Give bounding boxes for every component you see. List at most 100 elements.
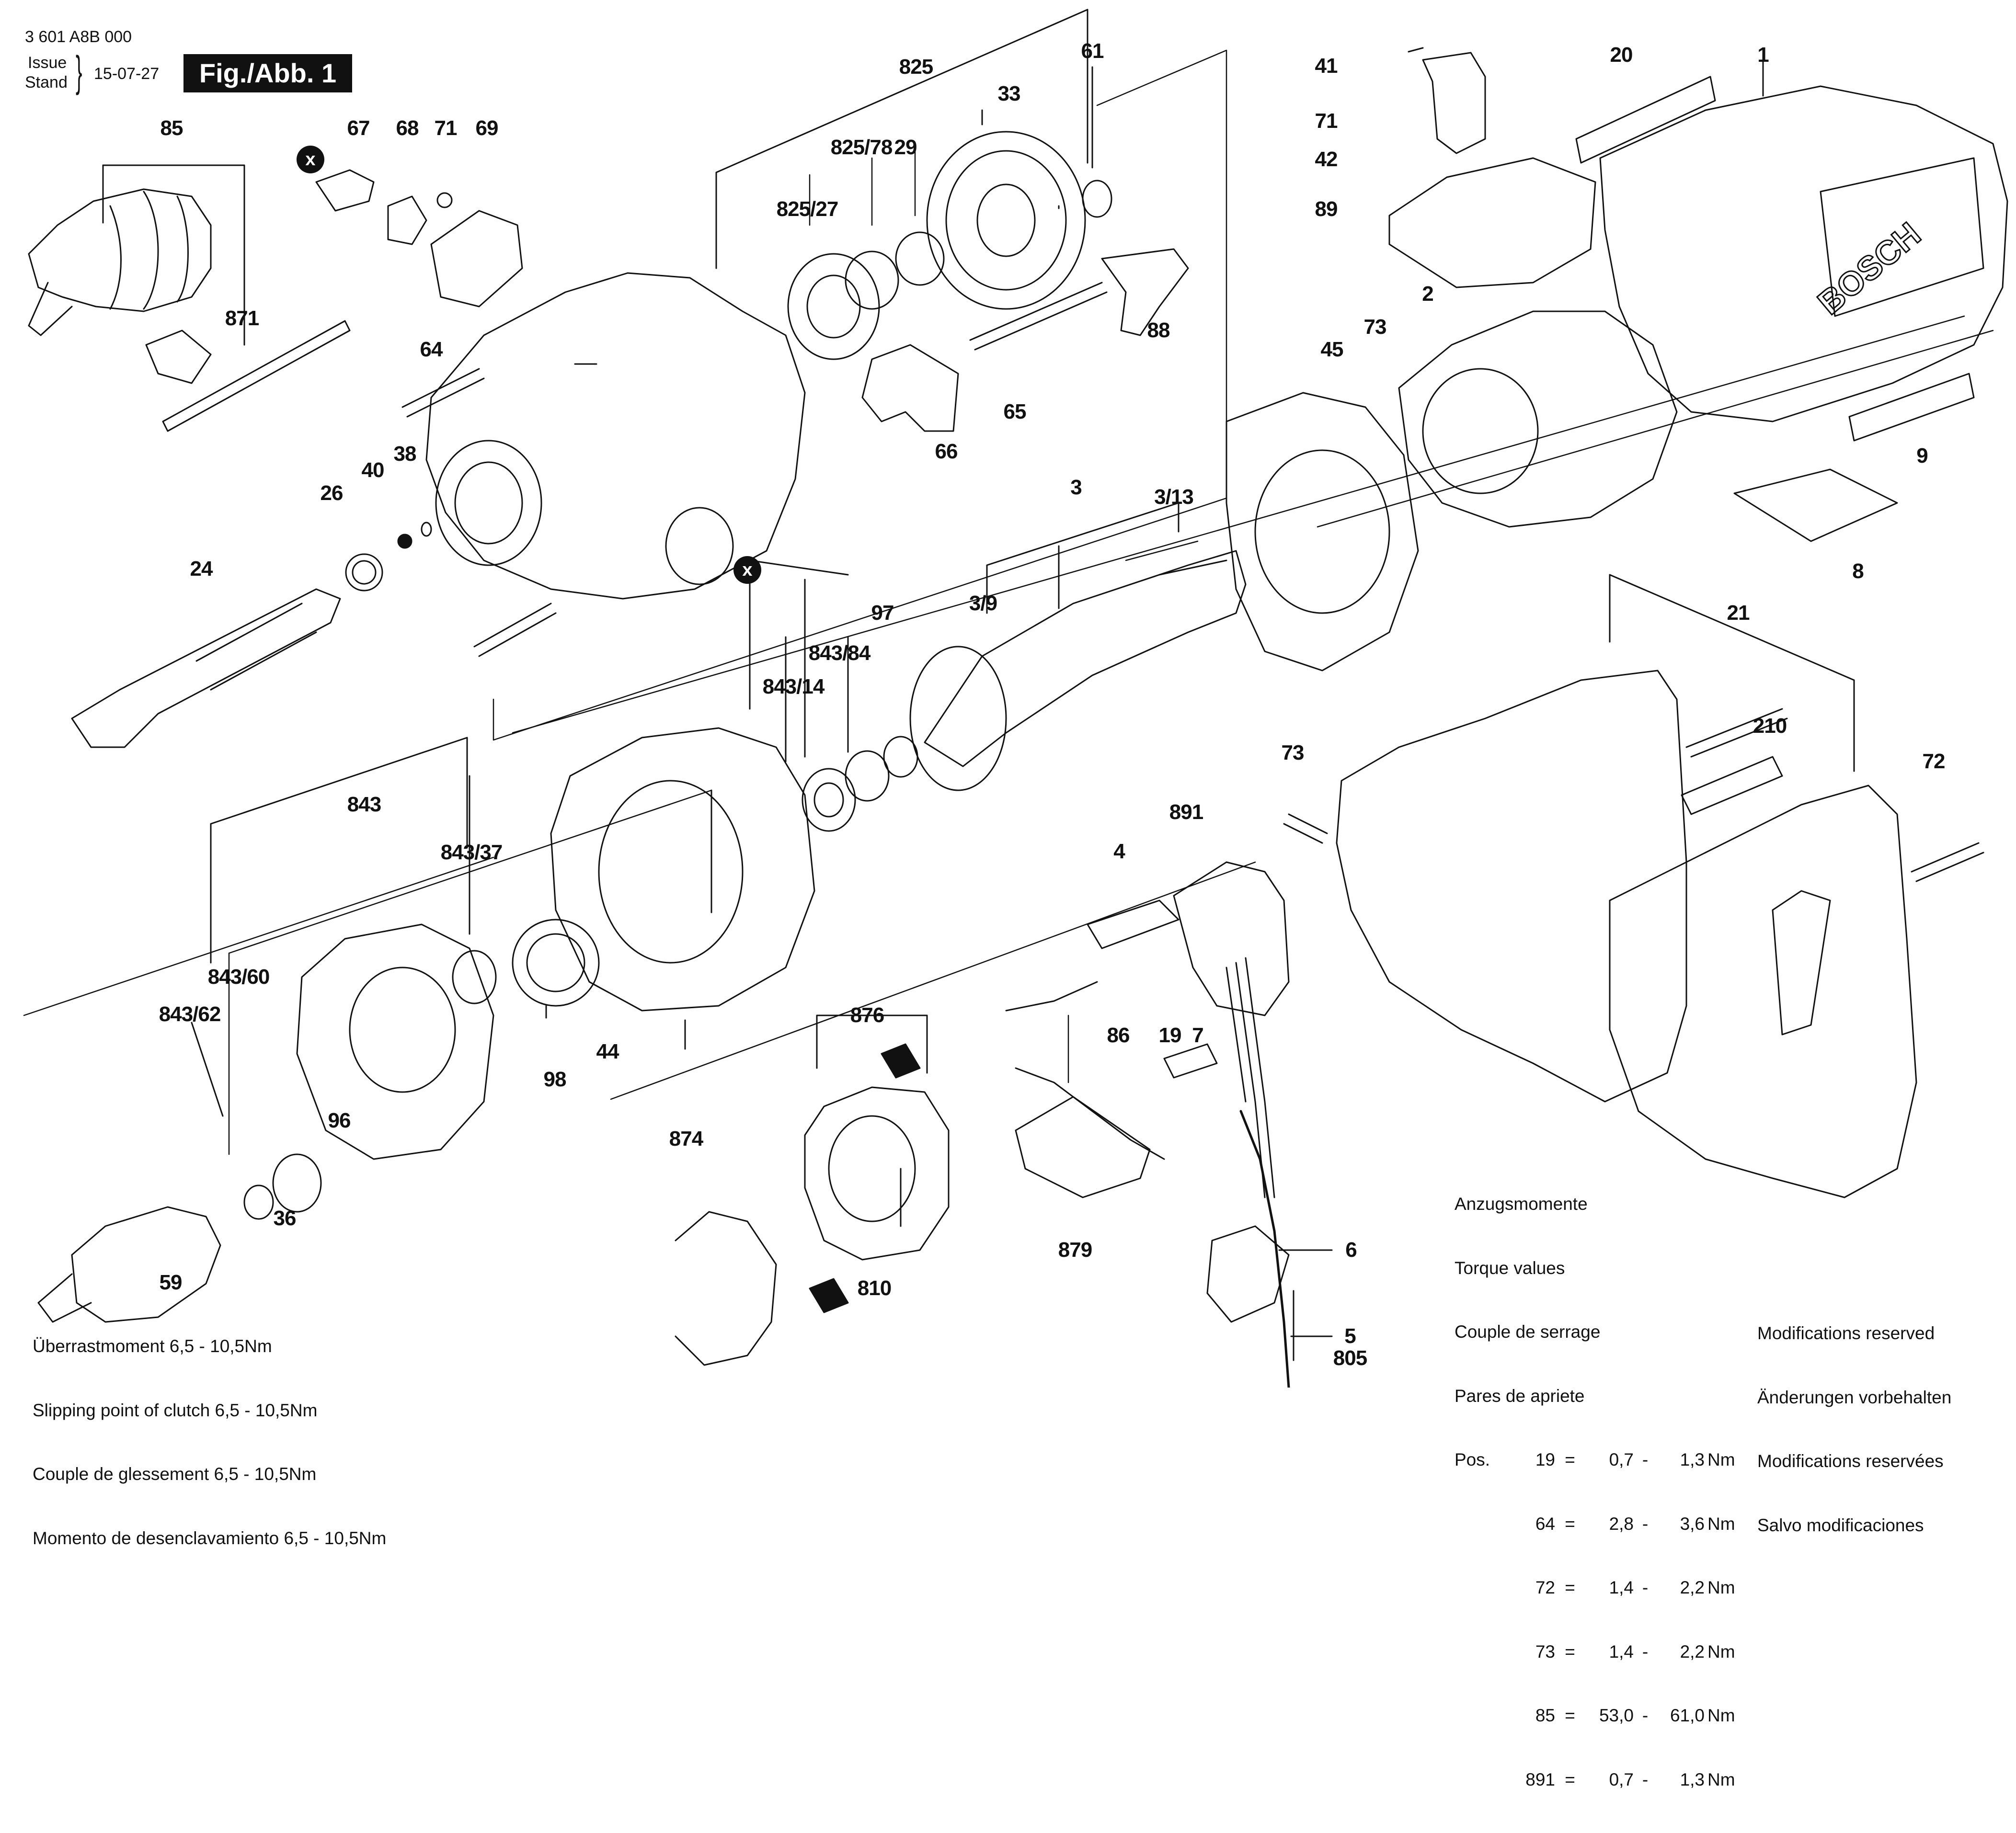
torque-eq: =: [1565, 1578, 1575, 1597]
part-label: 3/13: [1154, 485, 1194, 509]
part-label: 26: [320, 481, 344, 505]
part-label: 89: [1315, 197, 1338, 221]
part-label: 38: [393, 442, 417, 466]
torque-title: Pares de apriete: [1455, 1386, 1585, 1406]
clutch-note-line: Slipping point of clutch 6,5 - 10,5Nm: [33, 1400, 318, 1420]
torque-unit: Nm: [1707, 1450, 1735, 1469]
torque-dash: -: [1642, 1578, 1649, 1597]
torque-max: 2,2: [1680, 1578, 1705, 1597]
torque-dash: -: [1642, 1514, 1649, 1534]
part-label: 41: [1315, 54, 1338, 78]
x-marker-housing: x: [733, 556, 761, 584]
screw-210-area: [1685, 708, 1788, 758]
torque-part: 64: [1535, 1514, 1555, 1534]
motor-housing: [1599, 85, 2008, 422]
part-label: 72: [1922, 750, 1946, 773]
part-label: 843: [347, 793, 381, 816]
part-label: 40: [361, 458, 385, 482]
torque-dash: -: [1642, 1450, 1649, 1469]
clutch-note-line: Momento de desenclavamiento 6,5 - 10,5Nm: [33, 1528, 387, 1548]
stand-label: Stand: [25, 73, 68, 91]
torque-max: 1,3: [1680, 1450, 1705, 1469]
switch-assembly: [1173, 861, 1290, 1198]
torque-min: 1,4: [1609, 1641, 1634, 1662]
part-label: 810: [857, 1276, 892, 1300]
part-label: 874: [669, 1127, 703, 1150]
part-label: 96: [328, 1109, 351, 1132]
part-label: 67: [347, 116, 370, 140]
torque-row: 891 = 0,7 - 1,3 Nm: [1455, 1769, 1742, 1791]
plane-upper-right: [1317, 330, 1994, 528]
intermediate-flange: [550, 727, 815, 1012]
part-label: 6: [1345, 1238, 1357, 1262]
part-label: 85: [160, 116, 183, 140]
clutch-notes: Überrastmoment 6,5 - 10,5Nm Slipping poi…: [33, 1293, 386, 1592]
part-label: 71: [434, 116, 458, 140]
torque-min: 1,4: [1609, 1578, 1634, 1597]
part-label: 71: [1315, 109, 1338, 133]
part-label: 98: [543, 1068, 567, 1091]
modifications-line: Salvo modificaciones: [1757, 1515, 1924, 1535]
part-label: 879: [1058, 1238, 1092, 1262]
part-label: 66: [935, 440, 958, 463]
torque-row: 85 = 53,0 - 61,0 Nm: [1455, 1705, 1742, 1727]
part-label: 843/37: [440, 841, 503, 864]
part-label: 1: [1757, 43, 1769, 67]
torque-table: Anzugsmomente Torque values Couple de se…: [1455, 1151, 1742, 1833]
part-label: 19: [1158, 1024, 1182, 1047]
part-66: [861, 344, 959, 432]
part-label: 73: [1281, 741, 1305, 764]
part-label: 805: [1333, 1346, 1367, 1370]
torque-row: 64 = 2,8 - 3,6 Nm: [1455, 1514, 1742, 1535]
torque-row: Pos. 19 = 0,7 - 1,3 Nm: [1455, 1449, 1742, 1471]
part-label: 44: [596, 1040, 619, 1063]
part-label: 33: [997, 82, 1021, 105]
torque-pos: [1455, 1769, 1517, 1791]
torque-unit: Nm: [1707, 1514, 1735, 1534]
clutch-note-line: Überrastmoment 6,5 - 10,5Nm: [33, 1336, 272, 1356]
part-label: 7: [1192, 1024, 1204, 1047]
torque-min: 53,0: [1599, 1706, 1634, 1725]
figure-badge: Fig./Abb. 1: [183, 54, 352, 92]
part-label: 45: [1320, 338, 1344, 361]
torque-eq: =: [1565, 1450, 1575, 1469]
clutch-note-line: Couple de glessement 6,5 - 10,5Nm: [33, 1464, 317, 1484]
part-label: 825/78: [830, 136, 893, 159]
torque-part: 891: [1525, 1769, 1555, 1789]
part-label: 825/27: [776, 197, 839, 221]
torque-unit: Nm: [1707, 1769, 1735, 1789]
handle-housing-right: [1609, 785, 1917, 1198]
part-label: 843/60: [207, 965, 270, 989]
torque-eq: =: [1565, 1706, 1575, 1725]
plane-switch: [610, 861, 1256, 1100]
parts-artwork: BOSCH: [23, 9, 2008, 1388]
torque-title: Couple de serrage: [1455, 1322, 1601, 1342]
chuck-key: [145, 320, 351, 432]
part-label: 86: [1107, 1024, 1130, 1047]
part-label: 5: [1344, 1324, 1356, 1348]
torque-title: Anzugsmomente: [1455, 1194, 1588, 1214]
part-label: 871: [225, 307, 259, 330]
part-label: 29: [894, 136, 917, 159]
handle-housing-left: [1336, 670, 1687, 1103]
torque-unit: Nm: [1707, 1706, 1735, 1725]
armature: [909, 550, 1247, 791]
spindle: [71, 588, 341, 748]
torque-pos: Pos.: [1455, 1450, 1490, 1469]
issue-label: Issue: [28, 54, 67, 72]
torque-max: 2,2: [1680, 1641, 1705, 1662]
plane-motor: [512, 315, 1965, 734]
part-label: 69: [475, 116, 499, 140]
part-label: 843/62: [159, 1002, 221, 1026]
torque-pos: [1455, 1641, 1517, 1663]
part-label: 73: [1363, 315, 1387, 339]
torque-min: 2,8: [1609, 1514, 1634, 1534]
selector-knob-parts: [315, 169, 523, 307]
part-label: 8: [1852, 559, 1864, 583]
part-label: 59: [159, 1271, 183, 1294]
torque-max: 61,0: [1670, 1706, 1705, 1725]
part-label: 843/14: [762, 675, 825, 698]
part-label: 4: [1113, 840, 1125, 863]
torque-unit: Nm: [1707, 1641, 1735, 1662]
torque-min: 0,7: [1609, 1769, 1634, 1789]
